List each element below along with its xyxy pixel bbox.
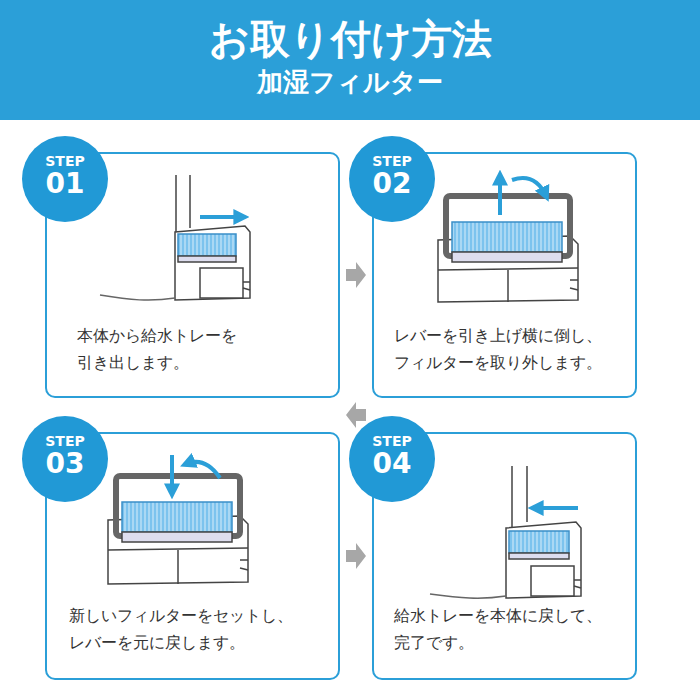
step-card: 新しいフィルターをセットし、 レバーを元に戻します。STEP03 xyxy=(45,432,340,680)
flow-arrow-shape xyxy=(346,262,366,288)
step-number: 02 xyxy=(349,169,435,199)
step-label: STEP xyxy=(22,136,108,169)
step-description: 新しいフィルターをセットし、 レバーを元に戻します。 xyxy=(69,602,309,656)
step-label: STEP xyxy=(349,416,435,449)
step-card: 給水トレーを本体に戻して、 完了です。STEP04 xyxy=(372,432,637,680)
step2-illustration xyxy=(438,176,578,302)
step-card: 本体から給水トレーを 引き出します。STEP01 xyxy=(45,152,340,398)
flow-arrow-shape xyxy=(346,402,366,428)
step-badge: STEP01 xyxy=(22,136,108,222)
flow-arrow xyxy=(346,543,366,569)
step-badge: STEP02 xyxy=(349,136,435,222)
subtitle-text: 加湿フィルター xyxy=(0,62,700,98)
step-card: レバーを引き上げ横に倒し、 フィルターを取り外します。STEP02 xyxy=(372,152,637,398)
flow-arrow xyxy=(346,262,366,288)
step-number: 04 xyxy=(349,449,435,479)
step-description: レバーを引き上げ横に倒し、 フィルターを取り外します。 xyxy=(394,322,620,376)
step-badge: STEP03 xyxy=(22,416,108,502)
flow-arrow-shape xyxy=(346,543,366,569)
step-description: 本体から給水トレーを 引き出します。 xyxy=(77,322,255,376)
step1-illustration xyxy=(100,175,250,300)
step-badge: STEP04 xyxy=(349,416,435,502)
step4-illustration xyxy=(430,466,581,598)
step-number: 03 xyxy=(22,449,108,479)
step-label: STEP xyxy=(22,416,108,449)
step-description: 給水トレーを本体に戻して、 完了です。 xyxy=(394,602,620,656)
step-label: STEP xyxy=(349,136,435,169)
title-text: お取り付け方法 xyxy=(0,0,700,62)
flow-arrow xyxy=(346,402,366,428)
step-number: 01 xyxy=(22,169,108,199)
step3-illustration xyxy=(108,455,248,584)
title-band: お取り付け方法加湿フィルター xyxy=(0,0,700,120)
